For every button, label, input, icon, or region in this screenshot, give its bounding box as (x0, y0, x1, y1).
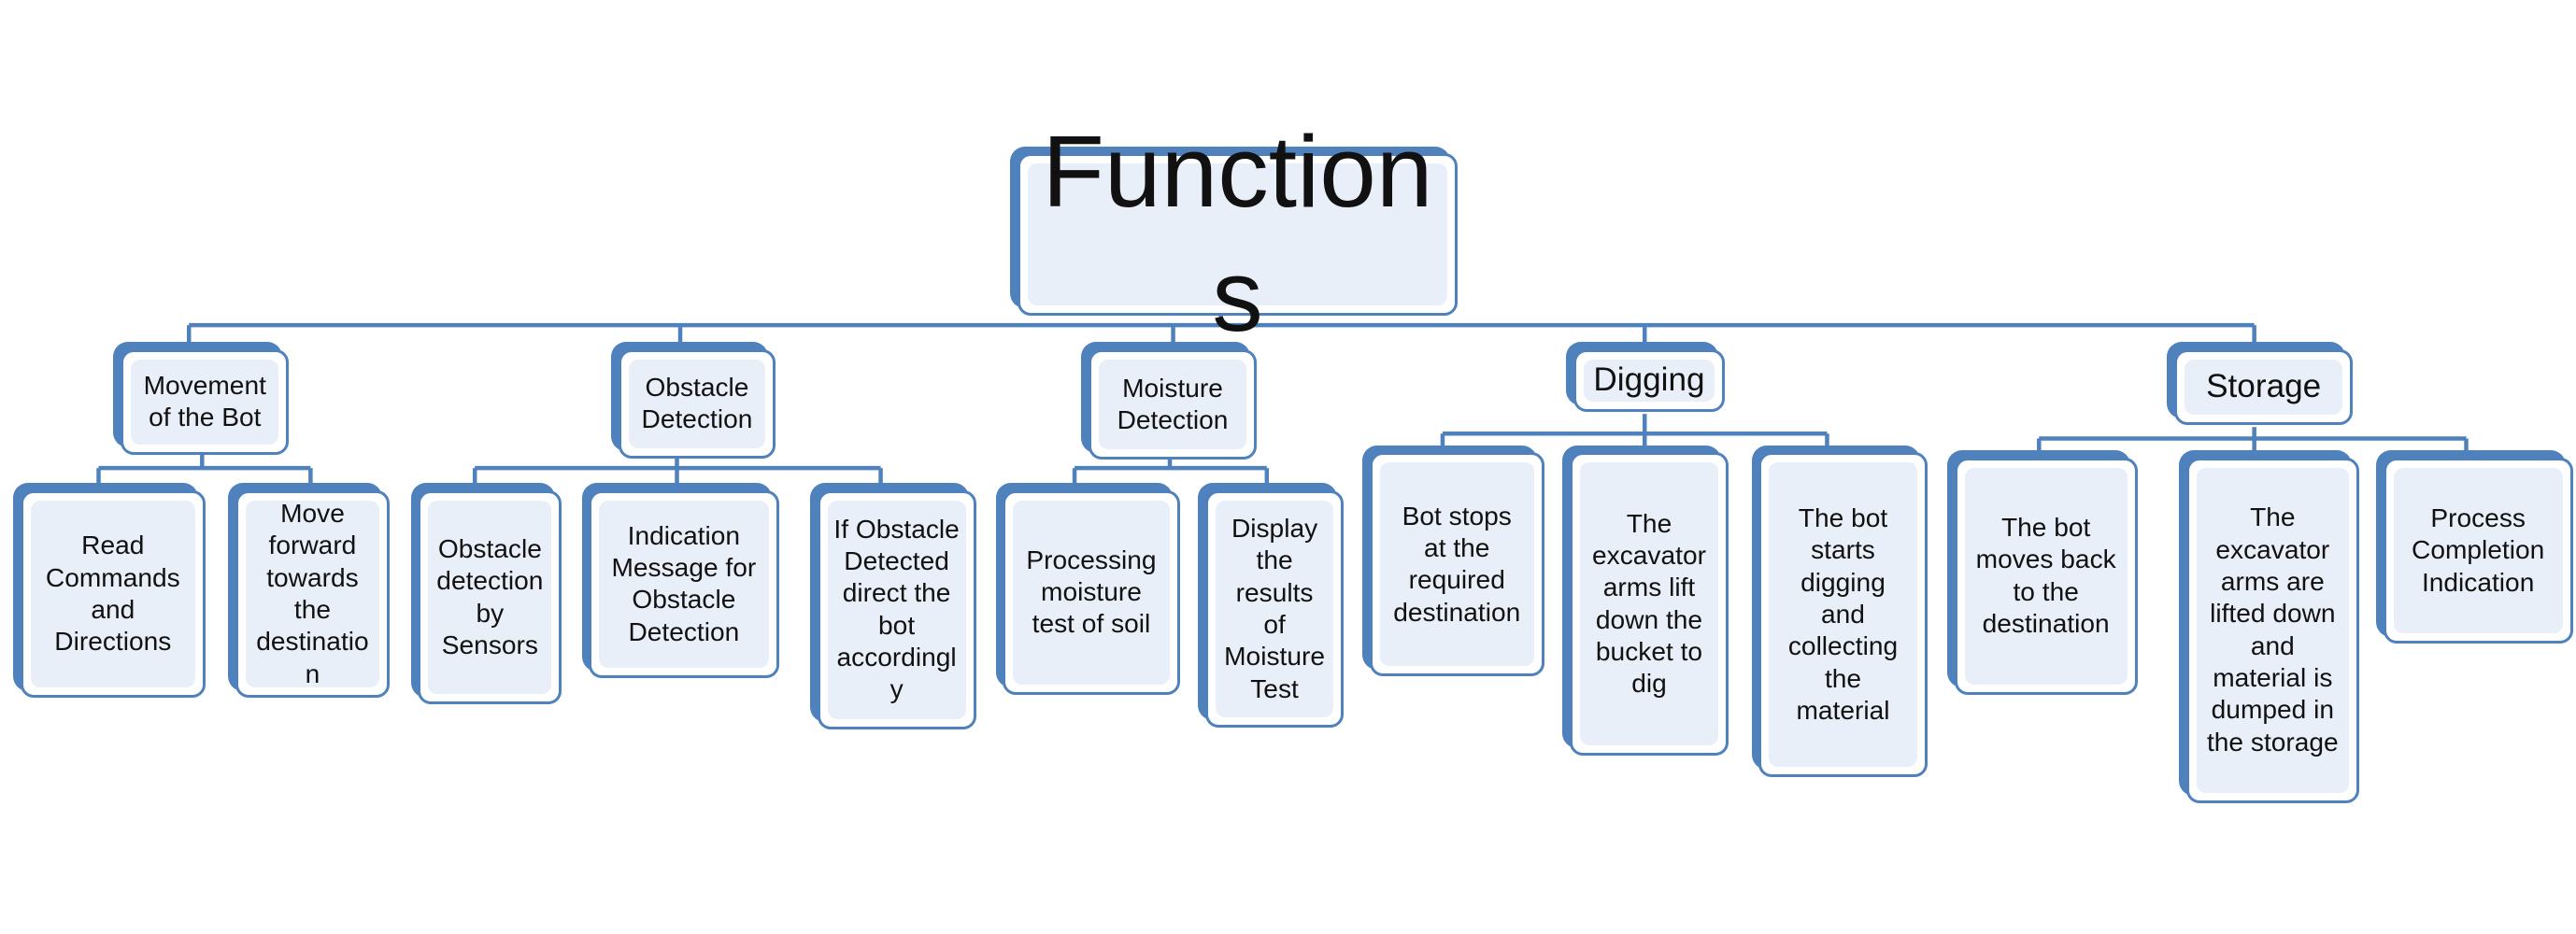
leaf-label: Move forward towards the destinatio n (256, 499, 369, 688)
leaf-label: Bot stops at the required destination (1393, 501, 1521, 627)
category-node-digging: Digging (1565, 341, 1726, 413)
leaf-label: Obstacle detection by Sensors (436, 533, 544, 659)
category-node-moisture-detection: Moisture Detection (1081, 341, 1258, 460)
leaf-label: The bot moves back to the destination (1975, 513, 2116, 639)
category-node-movement: Movement of the Bot (113, 341, 290, 456)
category-node-obstacle-detection: Obstacle Detection (611, 341, 776, 459)
category-node-storage: Storage (2167, 341, 2354, 426)
leaf-label: The excavator arms are lifted down and m… (2206, 502, 2339, 757)
category-label: Moisture Detection (1117, 373, 1229, 434)
leaf-node-indication-message: Indication Message for Obstacle Detectio… (581, 482, 779, 679)
leaf-node-bot-stops: Bot stops at the required destination (1361, 445, 1544, 677)
leaf-label: The bot starts digging and collecting th… (1787, 502, 1899, 725)
leaf-label: Indication Message for Obstacle Detectio… (611, 520, 757, 646)
leaf-node-direct-bot: If Obstacle Detected direct the bot acco… (809, 482, 976, 729)
leaf-node-read-commands: Read Commands and Directions (13, 482, 206, 699)
leaf-node-display-results: Display the results of Moisture Test (1197, 482, 1345, 728)
category-label: Digging (1593, 361, 1705, 398)
leaf-label: Display the results of Moisture Test (1224, 513, 1325, 703)
leaf-label: Read Commands and Directions (45, 531, 180, 657)
leaf-label: Process Completion Indication (2412, 502, 2545, 597)
leaf-node-obstacle-sensors: Obstacle detection by Sensors (410, 482, 562, 705)
leaf-node-processing-moisture: Processing moisture test of soil (995, 482, 1180, 695)
leaf-label: Processing moisture test of soil (1026, 545, 1157, 639)
root-label: Functions (1042, 114, 1433, 353)
leaf-node-move-forward: Move forward towards the destinatio n (228, 482, 390, 699)
category-label: Storage (2206, 368, 2322, 405)
leaf-label: If Obstacle Detected direct the bot acco… (833, 514, 960, 704)
leaf-label: The excavator arms lift down the bucket … (1592, 508, 1706, 699)
category-label: Obstacle Detection (641, 372, 753, 434)
root-node-functions: Functions (1010, 114, 1458, 353)
leaf-node-arms-lift-down: The excavator arms lift down the bucket … (1562, 445, 1729, 756)
leaf-node-starts-digging: The bot starts digging and collecting th… (1751, 445, 1928, 777)
leaf-node-process-completion: Process Completion Indication (2375, 449, 2573, 644)
leaf-node-moves-back: The bot moves back to the destination (1946, 449, 2138, 695)
leaf-node-material-dumped: The excavator arms are lifted down and m… (2178, 449, 2360, 803)
category-label: Movement of the Bot (143, 370, 266, 432)
